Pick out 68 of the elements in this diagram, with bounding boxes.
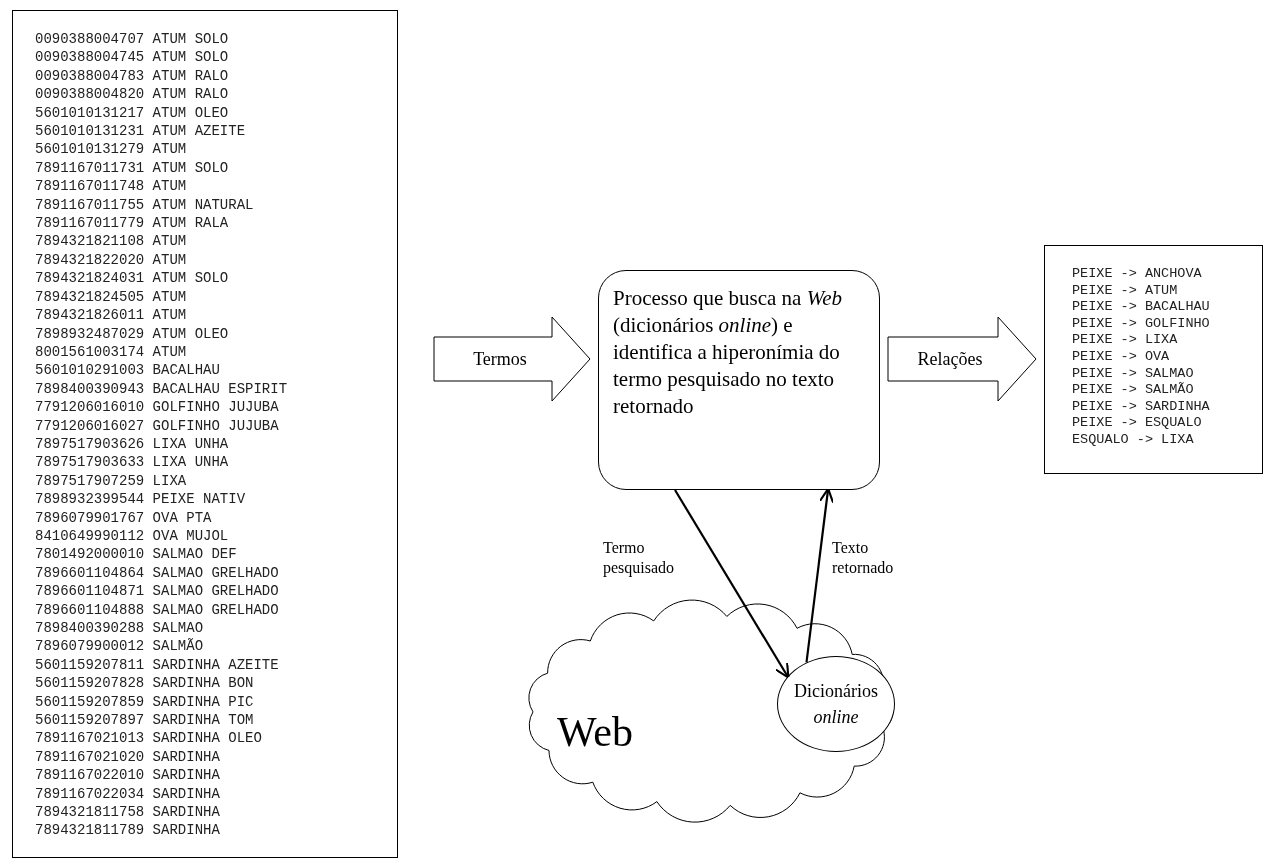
cloud-label: Web (557, 708, 633, 756)
list-row-text: PEIXE -> LIXA (1072, 332, 1179, 349)
list-row-text: PEIXE -> SARDINHA (1072, 398, 1211, 416)
list-row-text: 5601010131231 ATUM AZEITE (35, 122, 247, 141)
list-row-text: 7898400390288 SALMAO (35, 619, 205, 638)
list-row-text: 8410649990112 OVA MUJOL (35, 526, 230, 546)
list-row-text: 5601010131279 ATUM (35, 140, 188, 159)
list-row-text: 0090388004820 ATUM RALO (35, 85, 230, 104)
list-row-text: 7891167021013 SARDINHA OLEO (35, 729, 263, 748)
list-row-text: 7791206016010 GOLFINHO JUJUBA (35, 398, 280, 417)
edge-label: Relações (917, 348, 983, 370)
list-row-text: PEIXE -> SALMAO (1072, 365, 1195, 382)
list-row-text: ESQUALO -> LIXA (1072, 431, 1195, 449)
list-row-text: 7897517907259 LIXA (35, 471, 188, 491)
list-row-text: 7896601104864 SALMAO GRELHADO (35, 563, 280, 583)
list-row-text: 7891167011755 ATUM NATURAL (35, 195, 255, 215)
list-row-text: PEIXE -> ANCHOVA (1072, 266, 1203, 283)
list-row-text: 5601159207859 SARDINHA PIC (35, 692, 255, 712)
list-row-text: 7894321811789 SARDINHA (35, 821, 221, 840)
list-row-text: 0090388004783 ATUM RALO (35, 66, 230, 86)
edge-label: Termo pesquisado (603, 538, 703, 578)
list-row-text: PEIXE -> BACALHAU (1072, 299, 1211, 316)
list-row-text: 5601010291003 BACALHAU (35, 361, 221, 380)
list-row-text: PEIXE -> SALMÃO (1072, 382, 1195, 399)
list-row-text: PEIXE -> ESQUALO (1072, 415, 1203, 432)
list-row-text: 5601010131217 ATUM OLEO (35, 103, 230, 123)
product-list-box (12, 10, 398, 858)
list-row-text: 7891167022034 SARDINHA (35, 784, 221, 804)
list-row-text: 5601159207811 SARDINHA AZEITE (35, 655, 280, 675)
list-row-text: 7898400390943 BACALHAU ESPIRIT (35, 379, 289, 399)
list-row-text: PEIXE -> ATUM (1072, 282, 1179, 300)
list-row-text: 7891167022010 SARDINHA (35, 766, 221, 785)
list-row-text: 8001561003174 ATUM (35, 342, 188, 362)
list-row-text: 0090388004745 ATUM SOLO (35, 48, 230, 67)
arrow (674, 489, 790, 679)
process-box (598, 270, 880, 490)
list-row-text: 7897517903633 LIXA UNHA (35, 453, 230, 472)
block-arrow (433, 316, 591, 402)
list-row-text: 7891167011779 ATUM RALA (35, 214, 230, 233)
list-row-text: 7894321824031 ATUM SOLO (35, 269, 230, 288)
ellipse-label: Dicionários online (793, 680, 879, 729)
list-row-text: 7897517903626 LIXA UNHA (35, 434, 230, 454)
list-row-text: 7891167011731 ATUM SOLO (35, 158, 230, 178)
list-row-text: 7791206016027 GOLFINHO JUJUBA (35, 416, 280, 435)
list-row-text: 7894321822020 ATUM (35, 250, 188, 270)
list-row-text: 7894321824505 ATUM (35, 287, 188, 307)
list-row-text: PEIXE -> GOLFINHO (1072, 315, 1211, 333)
list-row-text: 5601159207828 SARDINHA BON (35, 674, 255, 693)
list-row-text: 7801492000010 SALMAO DEF (35, 545, 238, 564)
block-arrow (887, 316, 1037, 402)
list-row-text: 7894321821108 ATUM (35, 232, 188, 251)
arrow (805, 487, 835, 663)
list-row-text: 7891167011748 ATUM (35, 177, 188, 196)
list-row-text: 7896601104888 SALMAO GRELHADO (35, 600, 280, 619)
list-row-text: 7898932487029 ATUM OLEO (35, 324, 230, 343)
list-row-text: 7891167021020 SARDINHA (35, 747, 221, 767)
list-row-text: 7898932399544 PEIXE NATIV (35, 490, 247, 509)
relations-box (1044, 245, 1263, 474)
process-text: Processo que busca na Web (dicionários online) e identifica a hiperonímia do termo pesquisado no texto retornado (613, 285, 843, 420)
list-row-text: 7896079901767 OVA PTA (35, 508, 213, 527)
list-row-text: 7896079900012 SALMÃO (35, 637, 205, 656)
list-row-text: 0090388004707 ATUM SOLO (35, 30, 230, 49)
list-row-text: PEIXE -> OVA (1072, 348, 1171, 366)
list-row-text: 7894321826011 ATUM (35, 306, 188, 325)
list-row-text: 5601159207897 SARDINHA TOM (35, 711, 255, 730)
edge-label: Termos (473, 348, 527, 370)
list-row-text: 7896601104871 SALMAO GRELHADO (35, 582, 280, 601)
list-row-text: 7894321811758 SARDINHA (35, 803, 221, 822)
